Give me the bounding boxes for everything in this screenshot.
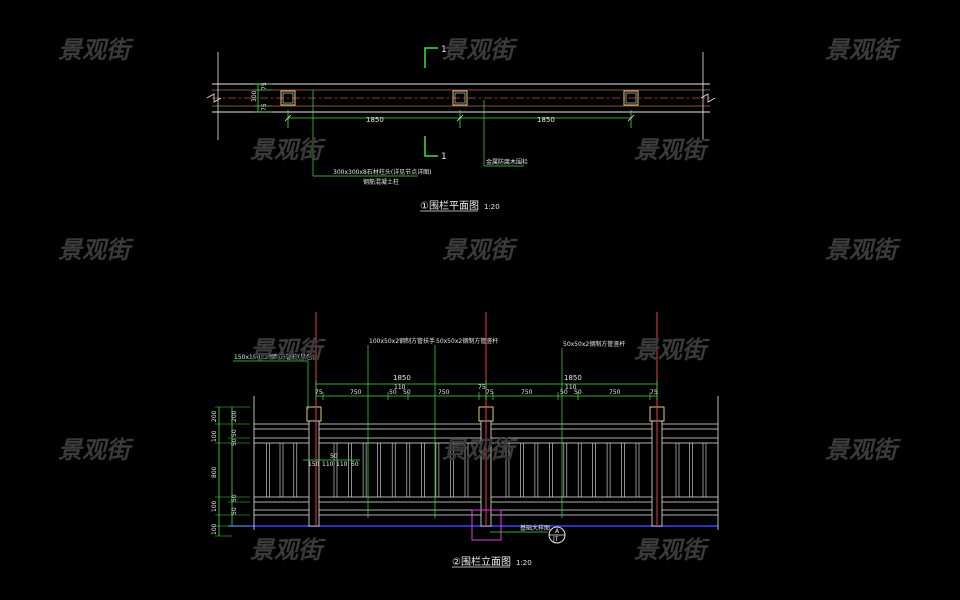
watermark-15: 景观街 xyxy=(634,536,710,564)
elev-left-sub-1: 200 xyxy=(231,410,238,422)
elev-bottom-dim-3: 110 xyxy=(336,461,348,468)
watermark-13: 景观街 xyxy=(825,436,901,464)
elev-left-dim-3: 800 xyxy=(211,466,218,478)
elev-post-2 xyxy=(478,312,494,527)
plan-scale: 1:20 xyxy=(484,203,500,211)
elev-small-2: 50 xyxy=(403,389,411,396)
elev-left-dim-1: 200 xyxy=(211,410,218,422)
elev-seg-9: 750 xyxy=(609,389,621,396)
plan-side-dim-3: 75 xyxy=(261,103,268,111)
elevation-view: 1850 1850 75 750 110 750 75 75 750 110 7… xyxy=(211,312,719,568)
elevation-title: ②围栏立面图 xyxy=(452,555,511,568)
plan-post-3 xyxy=(623,90,639,106)
elev-seg-5: 75 xyxy=(478,384,486,391)
elev-left-dim-2: 100 xyxy=(211,430,218,442)
elev-post-1 xyxy=(306,312,322,527)
elev-total-2: 1850 xyxy=(564,374,582,382)
elev-post-3 xyxy=(649,312,665,527)
plan-note-post-2: 钢筋混凝土柱 xyxy=(363,178,399,186)
elev-left-dim-4: 100 xyxy=(211,500,218,512)
elev-seg-6: 75 xyxy=(486,389,494,396)
elev-left-sub-5: 50 xyxy=(231,507,238,515)
elev-left-sub-2: 50 xyxy=(231,429,238,437)
plan-side-dim-1: 75 xyxy=(261,82,268,90)
watermark-11: 景观街 xyxy=(58,436,134,464)
watermark-9: 景观街 xyxy=(250,336,326,364)
watermark-6: 景观街 xyxy=(58,236,134,264)
elev-small-4: 50 xyxy=(574,389,582,396)
watermark-1: 景观街 xyxy=(58,36,134,64)
watermark-14: 景观街 xyxy=(250,536,326,564)
watermark-8: 景观街 xyxy=(825,236,901,264)
elev-bottom-dim-2: 110 xyxy=(322,461,334,468)
elev-note-post-cap: 150x150x3钢制方管柱(黑色) xyxy=(234,353,315,361)
footing xyxy=(471,509,502,541)
detail-ref-top: A xyxy=(555,528,560,535)
detail-ref-bottom: JT xyxy=(552,536,559,543)
elev-seg-7: 750 xyxy=(521,389,533,396)
plan-section-mark-bottom: 1 xyxy=(441,152,447,162)
plan-span-2: 1850 xyxy=(537,116,555,124)
plan-view: 75 300 75 1850 1850 1 1 300x300x8石材柱头(详见… xyxy=(206,45,716,212)
watermark-4: 景观街 xyxy=(250,136,326,164)
watermark-5: 景观街 xyxy=(634,136,710,164)
watermark-12: 景观街 xyxy=(442,436,518,464)
plan-post-1 xyxy=(280,90,296,106)
watermark-2: 景观街 xyxy=(442,36,518,64)
elev-note-rail-1: 100x50x2钢制方管扶手 xyxy=(369,337,435,345)
elev-seg-1: 75 xyxy=(315,389,323,396)
plan-note-post: 300x300x8石材柱头(详见节点详图) xyxy=(333,168,432,176)
elevation-scale: 1:20 xyxy=(516,559,532,567)
elev-bottom-dim-4: 50 xyxy=(351,461,359,468)
watermark-7: 景观街 xyxy=(442,236,518,264)
elev-seg-2: 750 xyxy=(350,389,362,396)
plan-post-2 xyxy=(452,90,468,106)
plan-side-dim-2: 300 xyxy=(251,90,258,102)
elev-seg-10: 75 xyxy=(650,389,658,396)
elev-seg-3: 110 xyxy=(394,384,406,391)
balusters xyxy=(265,443,707,497)
elev-seg-4: 750 xyxy=(438,389,450,396)
elev-note-rail-2: 50x50x2钢制方管竖杆 xyxy=(436,337,498,345)
elev-note-base: 基础大样图 xyxy=(520,524,550,532)
elev-note-rail-3: 50x50x2钢制方管竖杆 xyxy=(563,340,625,348)
elev-bottom-dim-1: 150 xyxy=(308,461,320,468)
elev-total-1: 1850 xyxy=(393,374,411,382)
watermark-10: 景观街 xyxy=(634,336,710,364)
elev-left-dim-5: 100 xyxy=(211,523,218,535)
elev-small-3: 50 xyxy=(560,389,568,396)
plan-span-1: 1850 xyxy=(366,116,384,124)
elev-left-sub-3: 50 xyxy=(231,438,238,446)
watermark-3: 景观街 xyxy=(825,36,901,64)
watermarks: 景观街 景观街 景观街 景观街 景观街 景观街 景观街 景观街 景观街 景观街 … xyxy=(58,36,901,564)
elev-bottom-dim-top: 50 xyxy=(330,453,338,460)
plan-title: ①围栏平面图 xyxy=(420,199,479,212)
plan-section-mark-top: 1 xyxy=(441,45,447,55)
elev-seg-8: 110 xyxy=(565,384,577,391)
elev-left-sub-4: 50 xyxy=(231,494,238,502)
plan-note-rail: 金属防腐木围栏 xyxy=(486,158,528,166)
elev-small-1: 50 xyxy=(389,389,397,396)
